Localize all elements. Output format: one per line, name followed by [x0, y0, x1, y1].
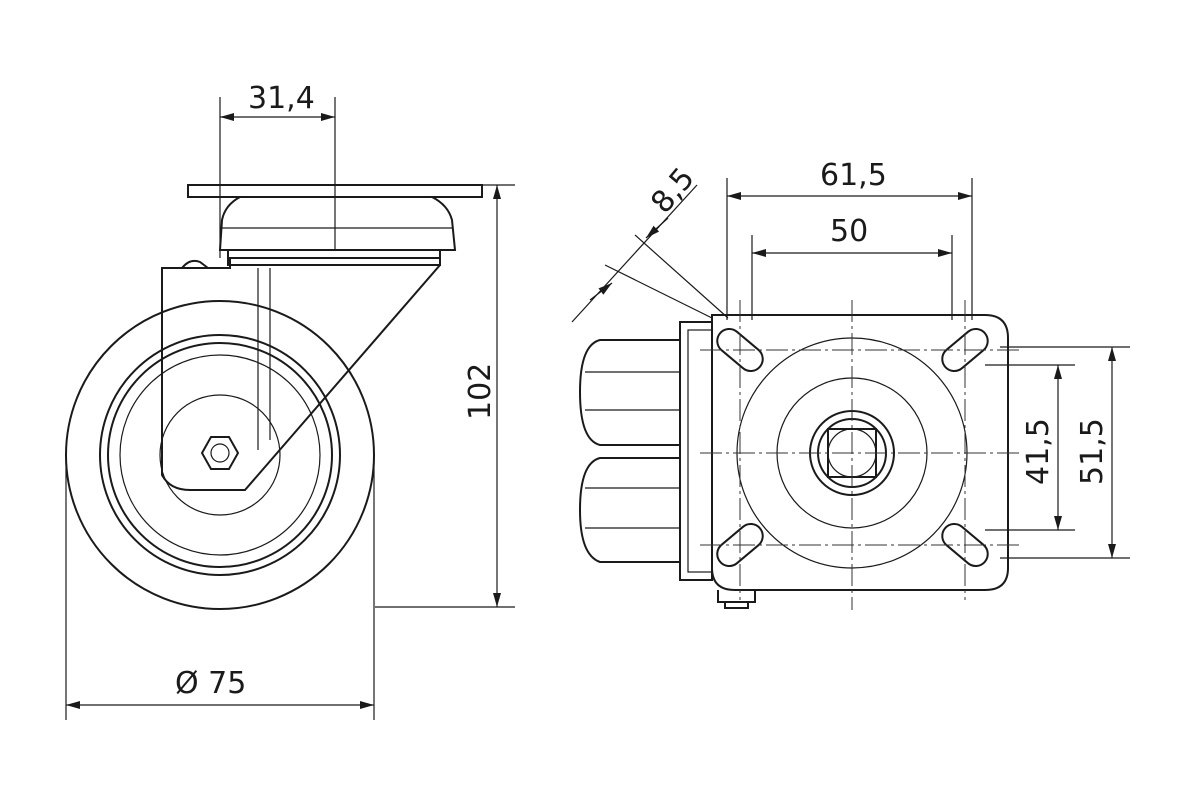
swivel-housing	[218, 196, 457, 251]
mounting-plate	[711, 314, 1009, 591]
dim-label: 31,4	[248, 81, 315, 116]
top-view: 61,5 50 8,5 41,5 51,5	[571, 158, 1130, 610]
dimension-102: 102	[375, 184, 515, 608]
dim-label: 61,5	[820, 158, 887, 193]
dim-label: 102	[463, 363, 498, 420]
wheel-top	[578, 339, 680, 563]
dim-label: 41,5	[1021, 418, 1056, 485]
dim-label: 51,5	[1075, 418, 1110, 485]
dimension-diameter-75: Ø 75	[65, 455, 375, 720]
dimension-51-5: 51,5	[1000, 346, 1130, 559]
side-view: 31,4 102 Ø 75	[65, 81, 515, 720]
fork	[161, 257, 441, 491]
dimension-61-5: 61,5	[726, 158, 973, 320]
dimension-50: 50	[751, 214, 953, 320]
dimension-8-5: 8,5	[571, 161, 729, 323]
axle-nut	[200, 436, 240, 470]
mounting-slots	[716, 328, 989, 567]
dimension-31-4: 31,4	[219, 81, 336, 258]
dimension-41-5: 41,5	[985, 364, 1075, 531]
dim-label: Ø 75	[175, 666, 246, 701]
dim-label: 50	[830, 214, 868, 249]
dim-label: 8,5	[644, 161, 701, 220]
wheel	[65, 300, 375, 610]
